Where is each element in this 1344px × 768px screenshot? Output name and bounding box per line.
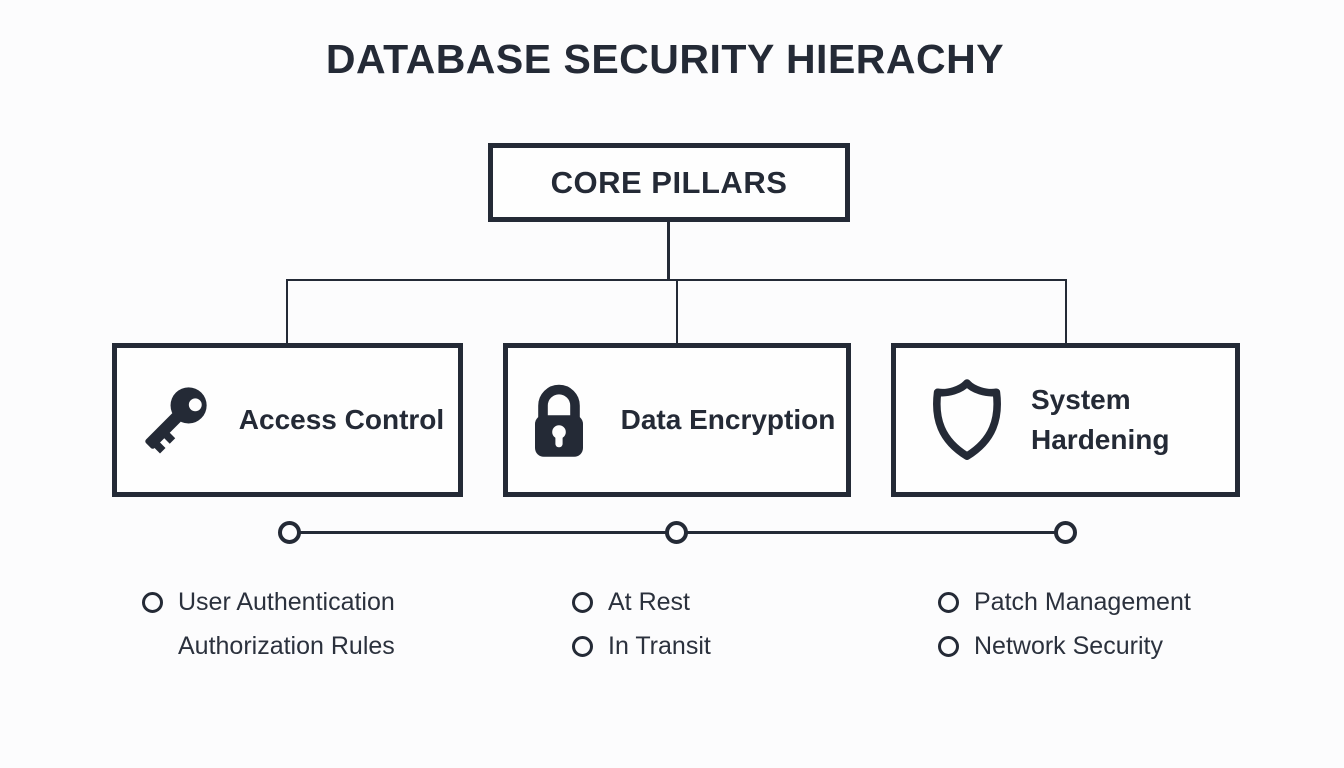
circle-bullet xyxy=(572,635,593,657)
list-item-label: Authorization Rules xyxy=(178,631,395,660)
pillar-label: Data Encryption xyxy=(620,404,836,435)
circle-bullet xyxy=(142,591,163,613)
pillar-box-data-encryption: Data Encryption xyxy=(503,343,851,497)
connector-drop-middle xyxy=(676,279,678,343)
shield-icon xyxy=(925,376,1009,464)
connector-root-drop xyxy=(667,222,670,279)
key-icon xyxy=(131,377,217,463)
detail-list-access-control: User Authentication Authorization Rules xyxy=(142,580,395,668)
circle-bullet xyxy=(938,591,959,613)
list-item-label: At Rest xyxy=(608,587,690,616)
core-pillars-node: CORE PILLARS xyxy=(488,143,850,222)
lock-icon xyxy=(519,377,599,463)
list-item-label: User Authentication xyxy=(178,587,395,616)
connector-drop-left xyxy=(286,279,288,343)
timeline-dot-right xyxy=(1054,521,1077,544)
page-title: DATABASE SECURITY HIERACHY xyxy=(325,36,1005,82)
detail-list-system-hardening: Patch Management Network Security xyxy=(938,580,1191,668)
pillar-box-access-control: Access Control xyxy=(112,343,463,497)
timeline-dot-middle xyxy=(665,521,688,544)
pillar-box-system-hardening: System Hardening xyxy=(891,343,1240,497)
list-item: Patch Management xyxy=(938,580,1191,624)
list-item-label: Network Security xyxy=(974,631,1163,660)
timeline-dot-left xyxy=(278,521,301,544)
list-item-label: Patch Management xyxy=(974,587,1191,616)
list-item-label: In Transit xyxy=(608,631,711,660)
list-item: Network Security xyxy=(938,624,1191,668)
pillar-label: Access Control xyxy=(238,404,445,435)
pillar-label: System Hardening xyxy=(1031,384,1170,455)
core-pillars-label: CORE PILLARS xyxy=(550,164,788,200)
list-item: In Transit xyxy=(572,624,711,668)
circle-bullet xyxy=(572,591,593,613)
detail-list-data-encryption: At Rest In Transit xyxy=(572,580,711,668)
list-item: User Authentication xyxy=(142,580,395,624)
connector-drop-right xyxy=(1065,279,1067,343)
list-item: Authorization Rules xyxy=(142,624,395,668)
list-item: At Rest xyxy=(572,580,711,624)
circle-bullet xyxy=(938,635,959,657)
